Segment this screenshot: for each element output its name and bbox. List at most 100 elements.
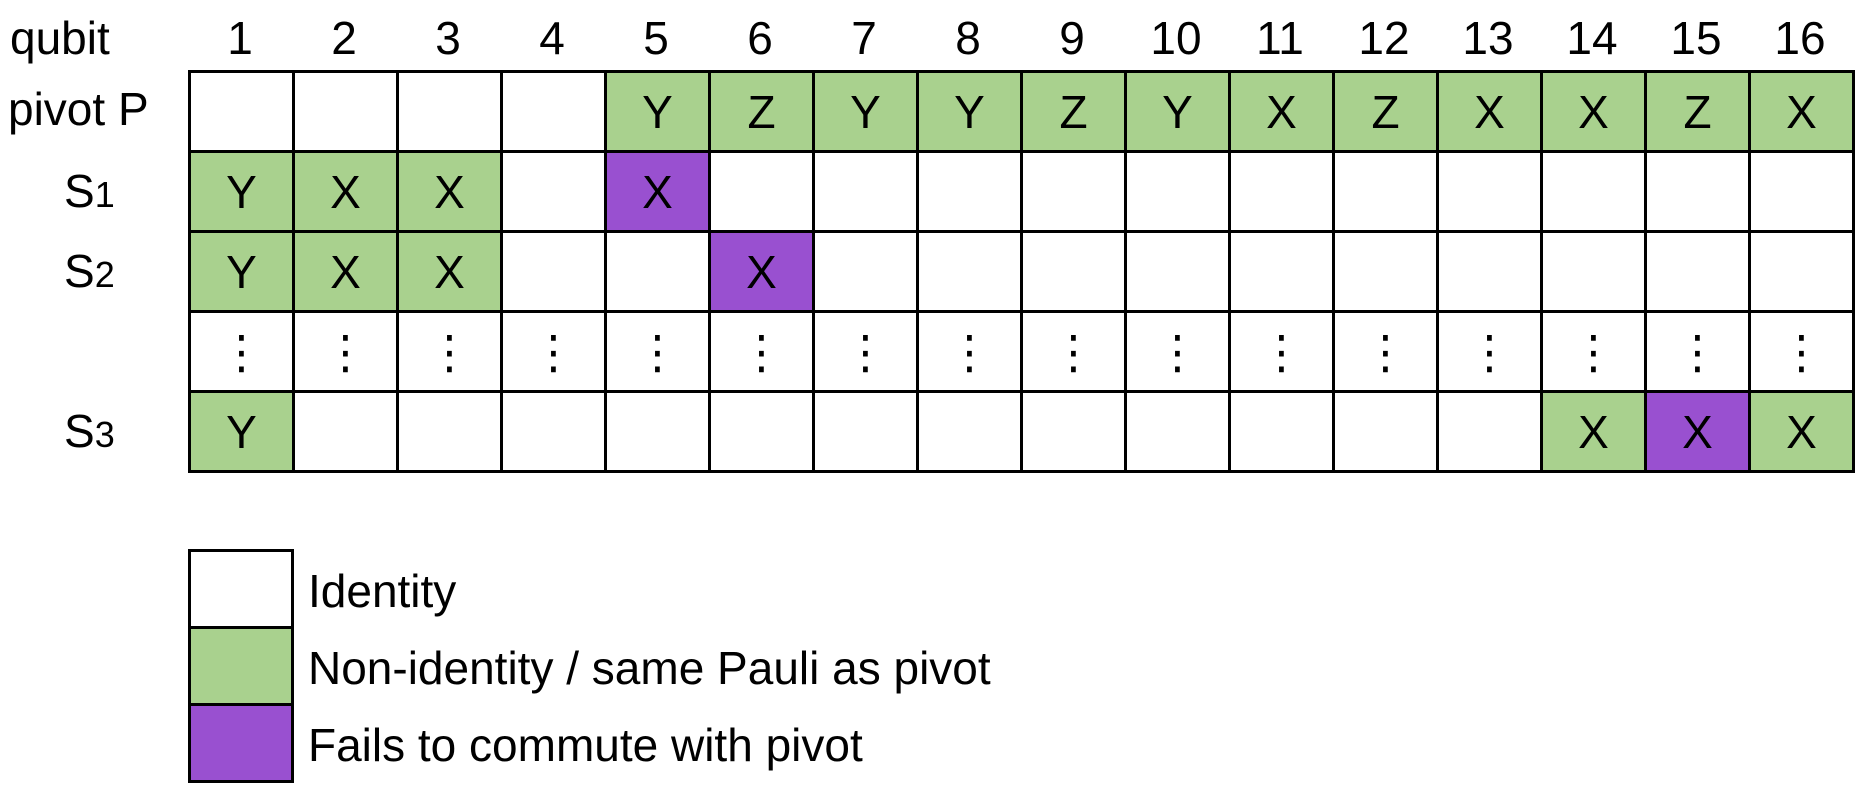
row-label-main: S [64,245,95,297]
cell-r0-q9: Z [1020,70,1127,153]
cell-r3-q16: ⋮ [1748,310,1855,393]
cell-r1-q14 [1540,150,1647,233]
cell-r2-q14 [1540,230,1647,313]
qubit-number-1: 1 [227,12,253,64]
qubit-number-7: 7 [851,12,877,64]
legend-swatch-purple [188,703,294,783]
cell-r1-q5: X [604,150,711,233]
qubit-number-12: 12 [1358,12,1410,64]
cell-r0-q15: Z [1644,70,1751,153]
cell-r4-q11 [1228,390,1335,473]
cell-r4-q10 [1124,390,1231,473]
cell-r1-q6 [708,150,815,233]
cell-r1-q13 [1436,150,1543,233]
cell-r3-q1: ⋮ [188,310,295,393]
cell-r4-q6 [708,390,815,473]
qubit-number-4: 4 [539,12,565,64]
cell-r4-q1: Y [188,390,295,473]
qubit-number-9: 9 [1059,12,1085,64]
cell-r3-q2: ⋮ [292,310,399,393]
cell-r3-q14: ⋮ [1540,310,1647,393]
cell-r3-q4: ⋮ [500,310,607,393]
row-label-main: S [64,405,95,457]
cell-r4-q2 [292,390,399,473]
row-label-subscript: 2 [94,254,115,295]
row-label-1: S1 [64,168,115,214]
cell-r4-q7 [812,390,919,473]
cell-r0-q5: Y [604,70,711,153]
cell-r0-q2 [292,70,399,153]
cell-r4-q9 [1020,390,1127,473]
cell-r2-q11 [1228,230,1335,313]
legend-swatch-green [188,626,294,706]
cell-r3-q7: ⋮ [812,310,919,393]
cell-r1-q1: Y [188,150,295,233]
cell-r1-q9 [1020,150,1127,233]
cell-r0-q12: Z [1332,70,1439,153]
cell-r2-q4 [500,230,607,313]
cell-r0-q8: Y [916,70,1023,153]
cell-r2-q9 [1020,230,1127,313]
row-label-main: pivot P [8,83,149,135]
cell-r0-q16: X [1748,70,1855,153]
cell-r4-q15: X [1644,390,1751,473]
cell-r4-q4 [500,390,607,473]
qubit-number-13: 13 [1462,12,1514,64]
cell-r0-q4 [500,70,607,153]
legend-label-green: Non-identity / same Pauli as pivot [308,642,991,694]
cell-r4-q3 [396,390,503,473]
qubit-number-2: 2 [331,12,357,64]
cell-r3-q6: ⋮ [708,310,815,393]
cell-r4-q5 [604,390,711,473]
cell-r2-q3: X [396,230,503,313]
cell-r3-q10: ⋮ [1124,310,1231,393]
cell-r1-q15 [1644,150,1751,233]
cell-r1-q10 [1124,150,1231,233]
cell-r1-q12 [1332,150,1439,233]
qubit-header-label: qubit [10,12,110,64]
cell-r2-q13 [1436,230,1543,313]
cell-r2-q2: X [292,230,399,313]
cell-r2-q5 [604,230,711,313]
cell-r1-q11 [1228,150,1335,233]
cell-r2-q6: X [708,230,815,313]
cell-r4-q16: X [1748,390,1855,473]
qubit-number-10: 10 [1150,12,1202,64]
legend-label-purple: Fails to commute with pivot [308,719,863,771]
legend-label-white: Identity [308,565,457,617]
qubit-number-3: 3 [435,12,461,64]
legend-swatch-white [188,549,294,629]
cell-r4-q8 [916,390,1023,473]
cell-r1-q8 [916,150,1023,233]
cell-r1-q3: X [396,150,503,233]
cell-r1-q4 [500,150,607,233]
cell-r0-q11: X [1228,70,1335,153]
row-label-4: S3 [64,408,115,454]
cell-r2-q10 [1124,230,1231,313]
cell-r0-q13: X [1436,70,1543,153]
row-label-main: S [64,165,95,217]
cell-r0-q6: Z [708,70,815,153]
qubit-number-5: 5 [643,12,669,64]
cell-r4-q12 [1332,390,1439,473]
cell-r3-q15: ⋮ [1644,310,1751,393]
cell-r1-q2: X [292,150,399,233]
row-label-subscript: 3 [94,414,115,455]
cell-r0-q1 [188,70,295,153]
cell-r2-q16 [1748,230,1855,313]
cell-r0-q7: Y [812,70,919,153]
row-label-subscript: 1 [94,174,115,215]
cell-r0-q14: X [1540,70,1647,153]
qubit-number-14: 14 [1566,12,1618,64]
cell-r1-q16 [1748,150,1855,233]
qubit-number-6: 6 [747,12,773,64]
cell-r3-q11: ⋮ [1228,310,1335,393]
cell-r4-q13 [1436,390,1543,473]
qubit-number-11: 11 [1256,12,1304,64]
